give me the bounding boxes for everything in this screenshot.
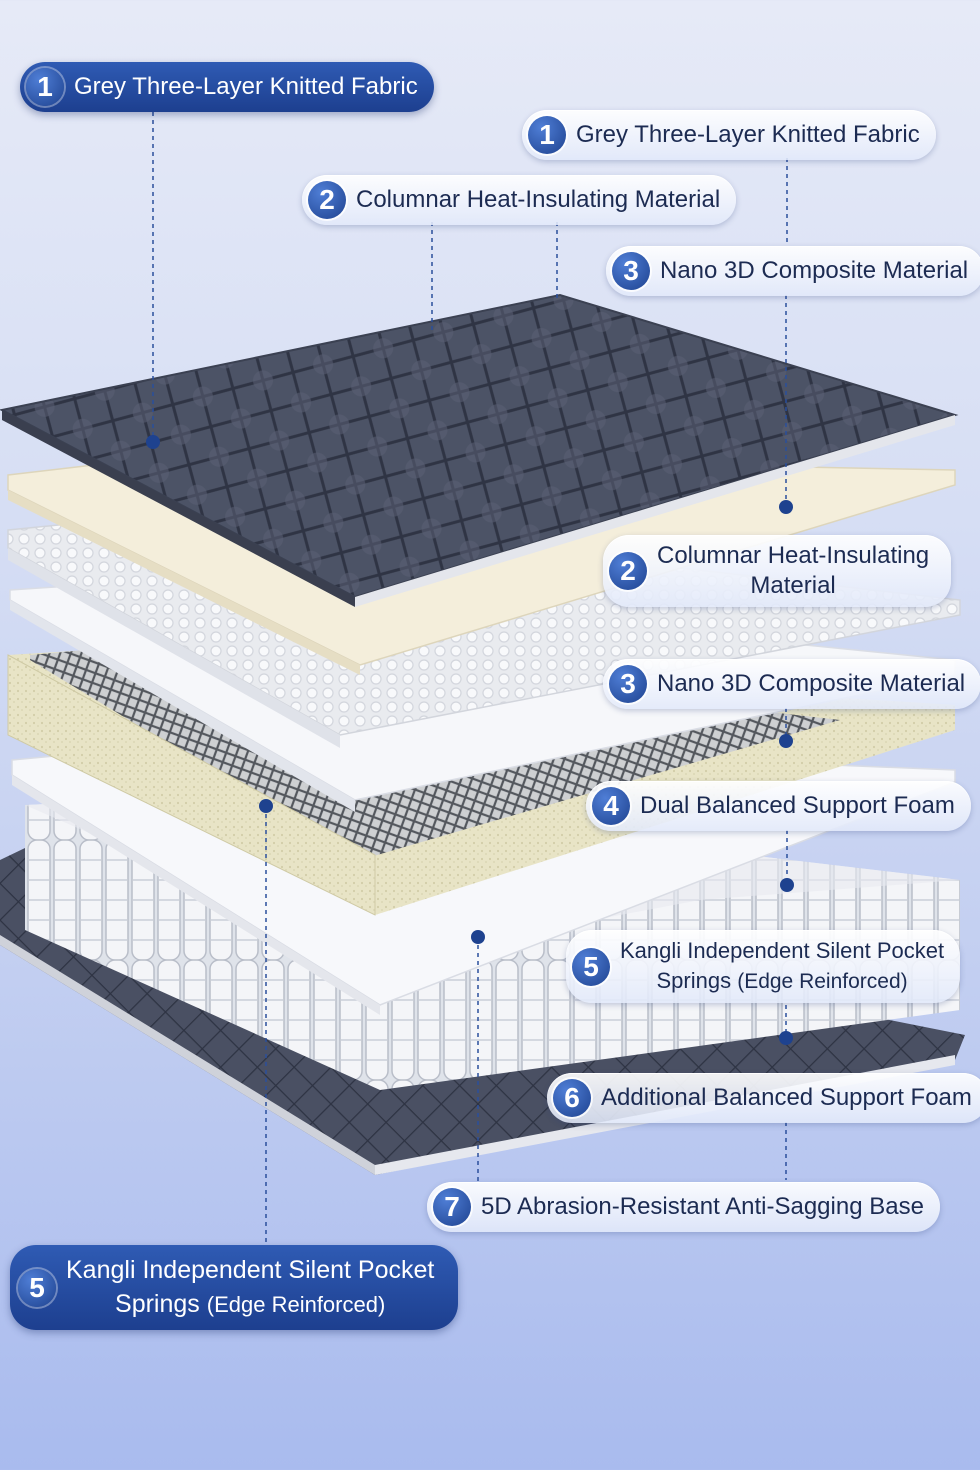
label-line-1: Kangli Independent Silent Pocket — [620, 938, 945, 963]
label-columnar-heat-insulating-top: 2 Columnar Heat-Insulating Material — [302, 175, 737, 225]
label-additional-support-foam: 6 Additional Balanced Support Foam — [547, 1073, 980, 1123]
label-text: Nano 3D Composite Material — [660, 257, 969, 284]
label-line-2-note: (Edge Reinforced) — [206, 1292, 386, 1317]
label-line-1: Columnar Heat-Insulating — [657, 542, 930, 569]
label-nano-3d-composite-top: 3 Nano 3D Composite Material — [606, 246, 980, 296]
number-badge: 3 — [609, 665, 647, 703]
label-line-2-note: (Edge Reinforced) — [737, 970, 908, 993]
label-text: Additional Balanced Support Foam — [601, 1084, 972, 1111]
label-grey-knitted-fabric-right: 1 Grey Three-Layer Knitted Fabric — [522, 110, 936, 160]
label-text: Columnar Heat-Insulating Material — [356, 186, 721, 213]
number-badge: 4 — [592, 787, 630, 825]
label-line-2: Material — [750, 572, 836, 599]
label-text: 5D Abrasion-Resistant Anti-Sagging Base — [481, 1193, 924, 1220]
number-badge: 1 — [26, 68, 64, 106]
label-grey-knitted-fabric-top: 1 Grey Three-Layer Knitted Fabric — [20, 62, 434, 112]
label-line-2: Springs (Edge Reinforced) — [620, 966, 944, 997]
label-line-2: Springs (Edge Reinforced) — [66, 1287, 434, 1322]
label-nano-3d-composite-mid: 3 Nano 3D Composite Material — [603, 659, 980, 709]
label-text: Grey Three-Layer Knitted Fabric — [576, 121, 920, 148]
knitted-fabric-top — [0, 293, 959, 607]
label-pocket-springs-right: 5 Kangli Independent Silent Pocket Sprin… — [566, 930, 961, 1003]
number-badge: 5 — [18, 1268, 56, 1307]
connector-dots — [146, 435, 794, 1045]
number-badge: 3 — [612, 252, 650, 290]
number-badge: 5 — [572, 947, 610, 986]
number-badge: 2 — [609, 552, 647, 590]
label-dual-balanced-support-foam: 4 Dual Balanced Support Foam — [586, 781, 971, 831]
label-text: Dual Balanced Support Foam — [640, 792, 955, 819]
label-pocket-springs-bottom: 5 Kangli Independent Silent Pocket Sprin… — [10, 1245, 459, 1330]
label-line-1: Kangli Independent Silent Pocket — [66, 1256, 435, 1284]
number-badge: 1 — [528, 116, 566, 154]
label-line-2-main: Springs — [656, 968, 732, 993]
label-text: Grey Three-Layer Knitted Fabric — [74, 73, 418, 100]
number-badge: 2 — [308, 181, 346, 219]
number-badge: 7 — [433, 1188, 471, 1226]
label-line-2-main: Springs — [115, 1290, 200, 1318]
label-abrasion-resistant-base: 7 5D Abrasion-Resistant Anti-Sagging Bas… — [427, 1182, 940, 1232]
number-badge: 6 — [553, 1079, 591, 1117]
label-columnar-heat-insulating-mid: 2 Columnar Heat-Insulating Material — [603, 535, 952, 607]
label-text: Nano 3D Composite Material — [657, 670, 966, 697]
